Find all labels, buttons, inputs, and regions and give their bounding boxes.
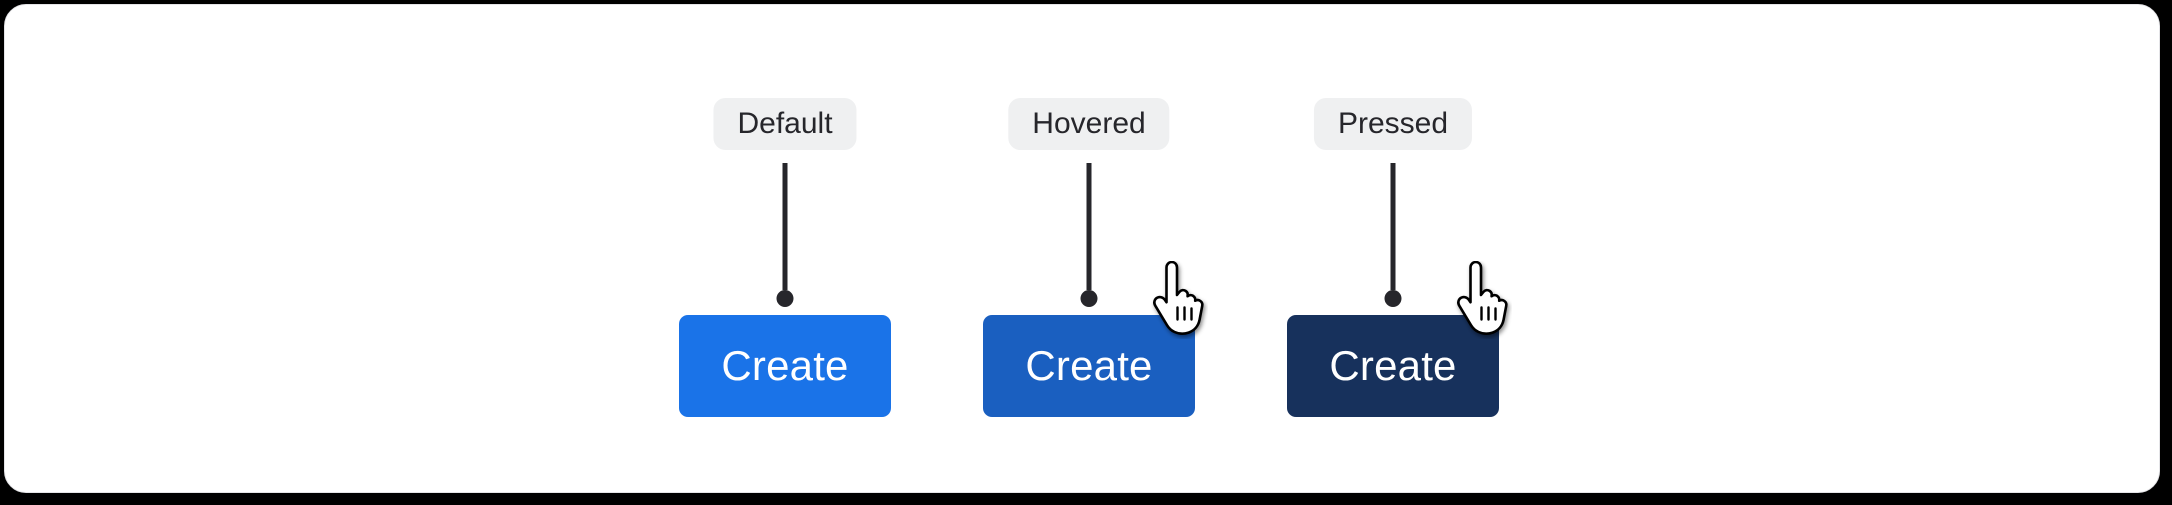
state-chip-hovered: Hovered <box>1008 98 1170 150</box>
connector-line-hovered <box>1086 163 1092 290</box>
connector-dot-default <box>776 290 794 307</box>
state-chip-default: Default <box>713 98 857 150</box>
connector-dot-hovered <box>1080 290 1098 307</box>
state-chip-pressed: Pressed <box>1313 98 1473 150</box>
create-button-default[interactable]: Create <box>679 315 891 417</box>
create-button-pressed[interactable]: Create <box>1287 315 1499 417</box>
connector-line-pressed <box>1390 163 1396 290</box>
connector-dot-pressed <box>1384 290 1402 307</box>
create-button-hovered[interactable]: Create <box>983 315 1195 417</box>
connector-line-default <box>782 163 788 290</box>
